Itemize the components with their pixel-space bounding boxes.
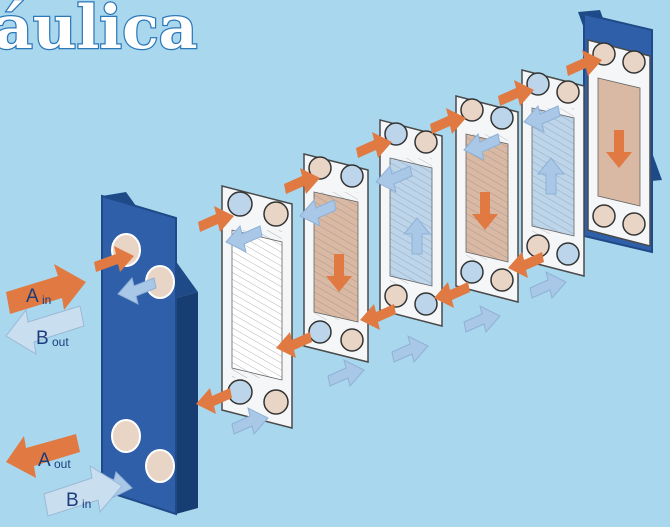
b-in-sub: in xyxy=(82,497,91,511)
cold-arrow xyxy=(530,272,566,298)
a-in-arrow: A in xyxy=(6,264,86,314)
b-in-label: B xyxy=(66,490,79,511)
front-frame-plate xyxy=(102,192,198,514)
a-in-label: A xyxy=(26,286,39,307)
a-out-arrow: A out xyxy=(6,434,80,478)
plate-3 xyxy=(380,120,442,326)
title-text: áulica xyxy=(0,0,198,63)
cold-arrow xyxy=(328,360,364,386)
b-out-arrow: B out xyxy=(6,306,84,354)
cold-arrow xyxy=(464,306,500,332)
a-out-sub: out xyxy=(54,457,71,471)
plate-1 xyxy=(222,186,292,428)
a-in-sub: in xyxy=(42,293,51,307)
b-out-sub: out xyxy=(52,335,69,349)
cold-arrow xyxy=(392,336,428,362)
a-out-label: A xyxy=(38,450,51,471)
b-out-label: B xyxy=(36,328,49,349)
